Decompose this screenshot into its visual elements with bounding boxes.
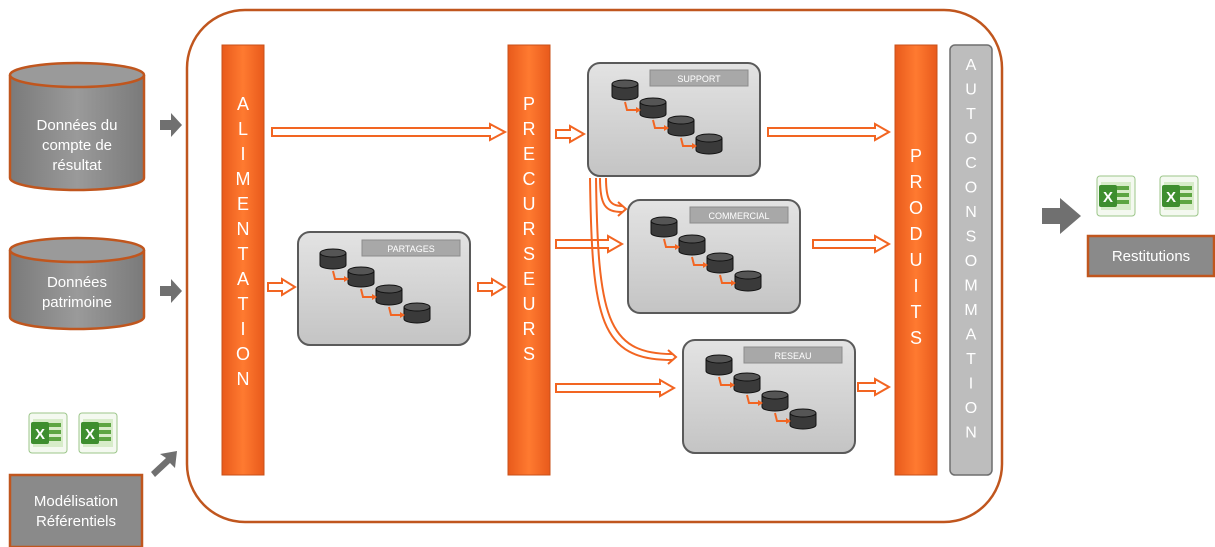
- box-commercial-label: COMMERCIAL: [708, 211, 769, 221]
- box-support: SUPPORT: [587, 62, 761, 177]
- box-partages-label: PARTAGES: [387, 244, 435, 254]
- excel-icon: [1096, 175, 1136, 217]
- source-modelisation-line-2: Référentiels: [36, 513, 116, 530]
- source-patrimoine-line-1: Données: [47, 274, 107, 291]
- output-restitutions-label: Restitutions: [1112, 248, 1190, 265]
- source-compte-resultat-line-1: Données du: [37, 117, 118, 134]
- arrow-right-icon: [160, 279, 182, 303]
- box-support-label: SUPPORT: [677, 74, 721, 84]
- main-process-frame: [185, 8, 1004, 524]
- excel-icon: [78, 412, 118, 454]
- arrow-right-icon: [160, 113, 182, 137]
- source-modelisation: Modélisation Référentiels: [8, 473, 144, 547]
- source-patrimoine-line-2: patrimoine: [42, 294, 112, 311]
- arrow-up-right-icon: [151, 451, 177, 477]
- source-modelisation-line-1: Modélisation: [34, 493, 118, 510]
- flow-arrows: [267, 122, 892, 398]
- excel-icon: [1159, 175, 1199, 217]
- box-reseau-label: RESEAU: [774, 351, 811, 361]
- box-commercial: COMMERCIAL: [627, 199, 801, 314]
- source-compte-resultat-line-2: compte de: [42, 137, 112, 154]
- source-compte-resultat: Données du compte de résultat: [8, 61, 146, 192]
- output-restitutions: Restitutions: [1086, 234, 1215, 278]
- excel-icon: [28, 412, 68, 454]
- box-partages: PARTAGES: [297, 231, 471, 346]
- arrow-right-icon: [1042, 198, 1081, 234]
- source-compte-resultat-line-3: résultat: [52, 157, 102, 174]
- box-reseau: RESEAU: [682, 339, 856, 454]
- source-patrimoine: Données patrimoine: [8, 236, 146, 331]
